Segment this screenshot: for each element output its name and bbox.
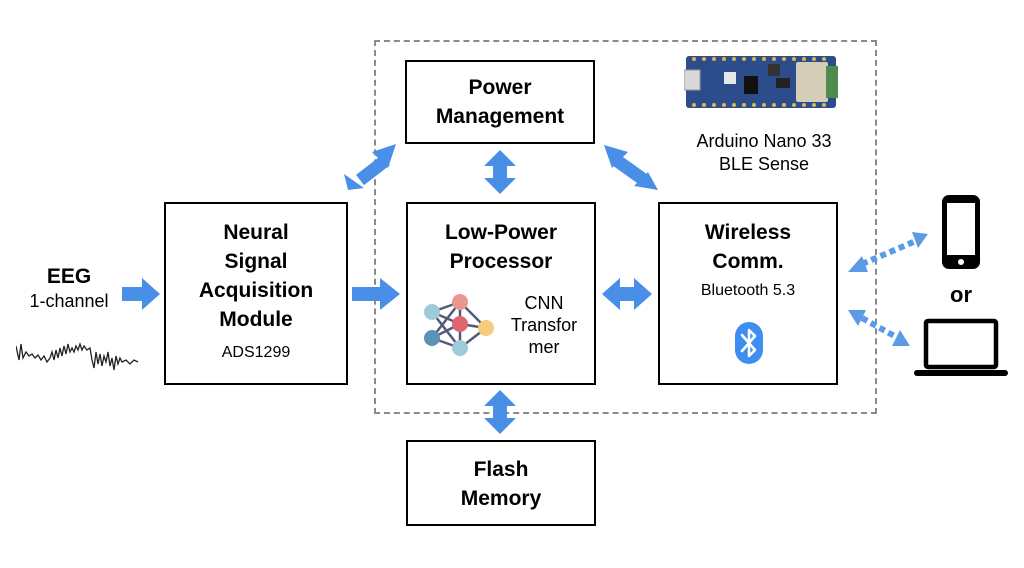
board-label-line: BLE Sense	[718, 154, 810, 174]
power-management-block: Power Management	[405, 60, 595, 144]
arrow-eeg-to-acquisition	[122, 278, 160, 310]
system-boundary	[374, 40, 877, 414]
wireless-protocol: Bluetooth 5.3	[700, 282, 796, 299]
power-title-line: Power	[468, 76, 532, 99]
flash-title-line: Flash	[473, 458, 529, 481]
acquisition-title-line: Neural	[223, 221, 289, 244]
bluetooth-icon	[735, 322, 763, 364]
arrow-power-processor	[484, 150, 516, 194]
board-label-line: Arduino Nano 33	[696, 131, 832, 151]
acquisition-part-number: ADS1299	[221, 344, 291, 361]
device-separator: or	[950, 282, 972, 307]
processor-title-line: Low-Power	[444, 221, 557, 244]
arrow-processor-wireless	[602, 278, 652, 310]
wireless-comm-block: Wireless Comm. Bluetooth 5.3	[658, 202, 838, 385]
model-line: CNN	[524, 293, 564, 313]
arrow-power-acquisition	[344, 144, 396, 190]
acquisition-module-block: Neural Signal Acquisition Module ADS1299	[164, 202, 348, 385]
eeg-subtitle: 1-channel	[29, 291, 109, 311]
board-label: Arduino Nano 33 BLE Sense	[678, 130, 850, 176]
arrow-processor-flash	[484, 390, 516, 434]
arrow-power-wireless	[604, 145, 658, 190]
model-line: Transfor	[510, 315, 578, 335]
wireless-title-line: Comm.	[712, 250, 784, 273]
eeg-title: EEG	[46, 265, 92, 288]
power-title-line: Management	[435, 105, 565, 128]
processor-block: Low-Power Processor CNN Transfor mer	[406, 202, 596, 385]
model-line: mer	[528, 337, 560, 357]
neural-network-icon	[424, 294, 494, 356]
wireless-title-line: Wireless	[704, 221, 792, 244]
eeg-waveform-icon	[16, 341, 139, 371]
processor-title-line: Processor	[449, 250, 553, 273]
arduino-board-image	[684, 56, 838, 108]
acquisition-title-line: Module	[219, 308, 293, 331]
arrow-wireless-laptop	[848, 310, 910, 346]
eeg-input: EEG 1-channel	[14, 265, 124, 312]
acquisition-title-line: Signal	[224, 250, 288, 273]
arrow-acquisition-to-processor	[352, 278, 400, 310]
flash-memory-block: Flash Memory	[406, 440, 596, 526]
flash-title-line: Memory	[460, 487, 542, 510]
acquisition-title-line: Acquisition	[198, 279, 314, 302]
laptop-icon	[914, 318, 1008, 376]
model-list: CNN Transfor mer	[504, 292, 584, 358]
arrow-wireless-phone	[848, 232, 928, 272]
phone-icon	[942, 195, 980, 269]
